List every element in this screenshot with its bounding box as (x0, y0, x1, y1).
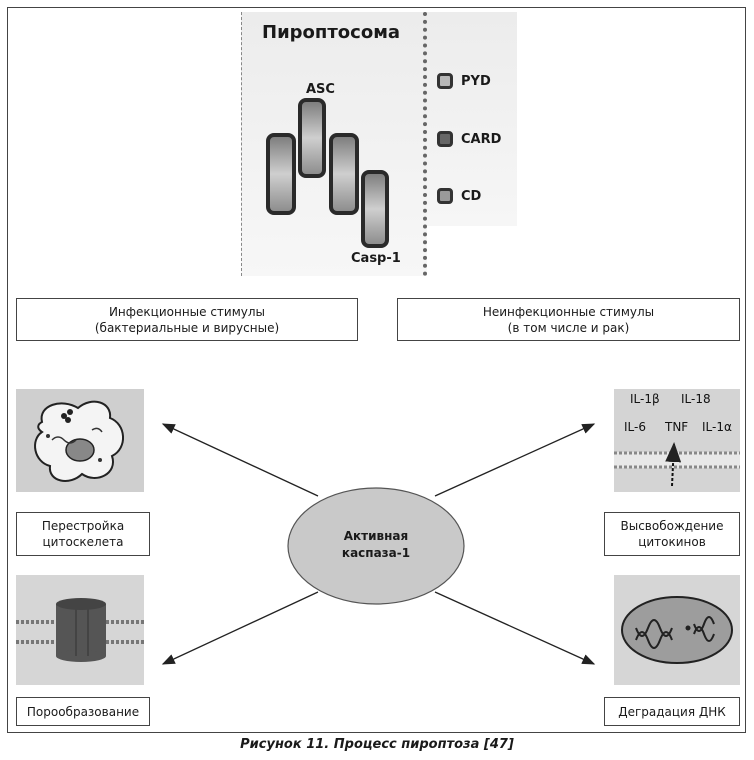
legend-pyd: PYD (437, 73, 491, 89)
asc-capsule-3 (329, 133, 359, 215)
pyroptosome-complex (266, 98, 389, 248)
noninfectious-stimuli-subtitle: (в том числе и рак) (507, 320, 630, 335)
cytokines-box: Высвобождение цитокинов (604, 512, 740, 556)
cytokine-il6: IL-6 (624, 420, 646, 434)
legend-cd: CD (437, 188, 481, 204)
active-caspase-line1: Активная (343, 529, 409, 543)
noninfectious-stimuli-title: Неинфекционные стимулы (482, 304, 655, 319)
pyroptosome-title: Пироптосома (262, 22, 401, 43)
cd-swatch-icon (437, 188, 453, 204)
legend-cd-label: CD (461, 188, 482, 204)
active-caspase-ellipse (287, 487, 465, 605)
panel-dotted-divider (423, 12, 427, 276)
noninfectious-stimuli-box: Неинфекционные стимулы (в том числе и ра… (397, 298, 740, 341)
figure-frame (7, 7, 746, 733)
card-swatch-icon (437, 131, 453, 147)
cytokine-tnf: TNF (665, 420, 689, 434)
legend-card: CARD (437, 131, 501, 147)
arrow-to-cytoskeleton (161, 423, 319, 497)
arrow-to-cytokines (434, 423, 596, 497)
cytoskeleton-illustration (16, 389, 144, 492)
panel-left-border (241, 12, 242, 276)
legend-card-label: CARD (461, 131, 502, 147)
asc-label: ASC (306, 82, 335, 97)
pyd-swatch-icon (437, 73, 453, 89)
cytoskeleton-line2: цитоскелета (42, 535, 124, 549)
legend-pyd-label: PYD (461, 73, 491, 89)
cytoskeleton-line1: Перестройка (41, 519, 125, 533)
infectious-stimuli-subtitle: (бактериальные и вирусные) (94, 320, 280, 335)
cytokines-line1: Высвобождение (620, 519, 724, 533)
arrow-to-pores (161, 591, 319, 665)
cytokine-il1a: IL-1α (702, 420, 732, 434)
infectious-stimuli-title: Инфекционные стимулы (108, 304, 266, 319)
cytokines-illustration (614, 389, 740, 492)
arrow-to-dna (434, 591, 596, 665)
cytokine-il1b: IL-1β (630, 392, 660, 406)
figure-caption: Рисунок 11. Процесс пироптоза [47] (240, 737, 514, 752)
active-caspase-line2: каспаза-1 (341, 546, 411, 560)
active-caspase-label: Активная каспаза-1 (296, 528, 456, 562)
dna-label: Деградация ДНК (618, 704, 726, 719)
cytokines-line2: цитокинов (638, 535, 706, 549)
asc-capsule-2 (298, 98, 326, 178)
asc-capsule-1 (266, 133, 296, 215)
dna-degradation-illustration (614, 575, 740, 685)
pore-illustration (16, 575, 144, 685)
cytoskeleton-box: Перестройка цитоскелета (16, 512, 150, 556)
pores-label: Порообразование (26, 704, 140, 719)
pores-box: Порообразование (16, 697, 150, 726)
casp1-capsule (361, 170, 389, 248)
dna-box: Деградация ДНК (604, 697, 740, 726)
casp1-label: Casp-1 (351, 251, 401, 266)
cytokine-il18: IL-18 (681, 392, 711, 406)
infectious-stimuli-box: Инфекционные стимулы (бактериальные и ви… (16, 298, 358, 341)
